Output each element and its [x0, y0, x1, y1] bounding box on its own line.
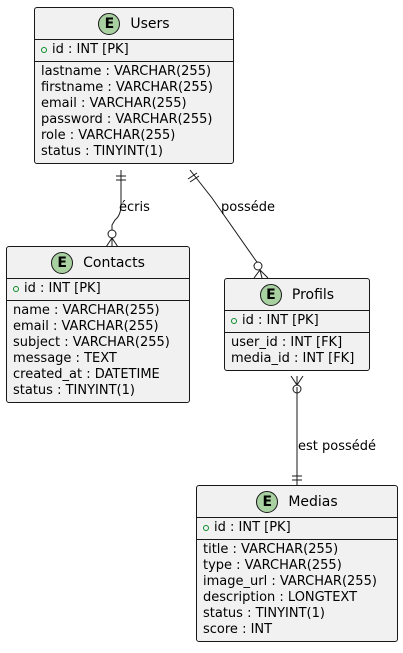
primary-key-icon	[203, 525, 209, 531]
attribute: type : VARCHAR(255)	[203, 558, 342, 573]
link-label-possede: posséde	[221, 200, 275, 215]
attribute: email : VARCHAR(255)	[41, 96, 187, 111]
entity-keys: id : INT [PK]	[197, 517, 397, 539]
attribute: description : LONGTEXT	[203, 590, 358, 605]
entity-keys: id : INT [PK]	[7, 278, 189, 300]
link-users-profils	[189, 169, 258, 263]
card-many-profils-out	[290, 375, 304, 386]
card-one-users-profils-2	[189, 175, 200, 183]
link-users-contacts	[111, 170, 122, 230]
entity-header: E Users	[35, 8, 233, 39]
entity-header: E Profils	[225, 279, 369, 310]
attribute: media_id : INT [FK]	[231, 351, 355, 366]
attribute: user_id : INT [FK]	[231, 335, 343, 350]
entity-profils[interactable]: E Profils id : INT [PK] user_id : INT [F…	[224, 278, 370, 371]
attribute: subject : VARCHAR(255)	[13, 335, 170, 350]
entity-contacts[interactable]: E Contacts id : INT [PK] name : VARCHAR(…	[6, 246, 190, 403]
card-many-profils	[253, 269, 269, 279]
entity-header: E Medias	[197, 486, 397, 517]
entity-title: Profils	[291, 286, 335, 303]
attribute: firstname : VARCHAR(255)	[41, 80, 213, 95]
card-zero-contacts	[107, 229, 117, 239]
primary-key-icon	[41, 47, 47, 53]
entity-users[interactable]: E Users id : INT [PK] lastname : VARCHAR…	[34, 7, 234, 164]
entity-badge-icon: E	[51, 251, 74, 274]
card-zero-profils	[253, 261, 263, 271]
primary-key-icon	[13, 286, 19, 292]
attribute: email : VARCHAR(255)	[13, 319, 159, 334]
attribute: status : TINYINT(1)	[13, 383, 135, 398]
entity-header: E Contacts	[7, 247, 189, 278]
attribute: message : TEXT	[13, 351, 117, 366]
entity-title: Medias	[288, 493, 338, 510]
card-many-contacts	[105, 237, 119, 248]
attribute: title : VARCHAR(255)	[203, 542, 339, 557]
entity-badge-icon: E	[256, 490, 279, 513]
attribute: image_url : VARCHAR(255)	[203, 574, 377, 589]
entity-attributes: user_id : INT [FK] media_id : INT [FK]	[225, 332, 369, 370]
attribute: role : VARCHAR(255)	[41, 128, 176, 143]
card-zero-profils-out	[292, 384, 302, 394]
attribute: password : VARCHAR(255)	[41, 112, 213, 127]
entity-keys: id : INT [PK]	[225, 310, 369, 332]
entity-badge-icon: E	[259, 283, 282, 306]
attribute: status : TINYINT(1)	[203, 606, 325, 621]
entity-attributes: name : VARCHAR(255) email : VARCHAR(255)…	[7, 300, 189, 402]
entity-keys: id : INT [PK]	[35, 39, 233, 61]
primary-key-icon	[231, 318, 237, 324]
card-one-users-profils	[187, 172, 198, 180]
link-label-ecris: écris	[119, 200, 150, 215]
attribute: created_at : DATETIME	[13, 367, 160, 382]
primary-key: id : INT [PK]	[52, 42, 129, 57]
primary-key: id : INT [PK]	[214, 520, 291, 535]
entity-title: Users	[130, 15, 170, 32]
entity-attributes: lastname : VARCHAR(255) firstname : VARC…	[35, 61, 233, 163]
link-label-est-possede: est possédé	[298, 439, 376, 454]
entity-medias[interactable]: E Medias id : INT [PK] title : VARCHAR(2…	[196, 485, 398, 642]
primary-key: id : INT [PK]	[242, 313, 319, 328]
attribute: status : TINYINT(1)	[41, 144, 163, 159]
entity-attributes: title : VARCHAR(255) type : VARCHAR(255)…	[197, 539, 397, 641]
entity-title: Contacts	[83, 254, 145, 271]
attribute: lastname : VARCHAR(255)	[41, 64, 212, 79]
entity-badge-icon: E	[98, 12, 121, 35]
attribute: score : INT	[203, 622, 273, 637]
attribute: name : VARCHAR(255)	[13, 303, 160, 318]
primary-key: id : INT [PK]	[24, 281, 101, 296]
